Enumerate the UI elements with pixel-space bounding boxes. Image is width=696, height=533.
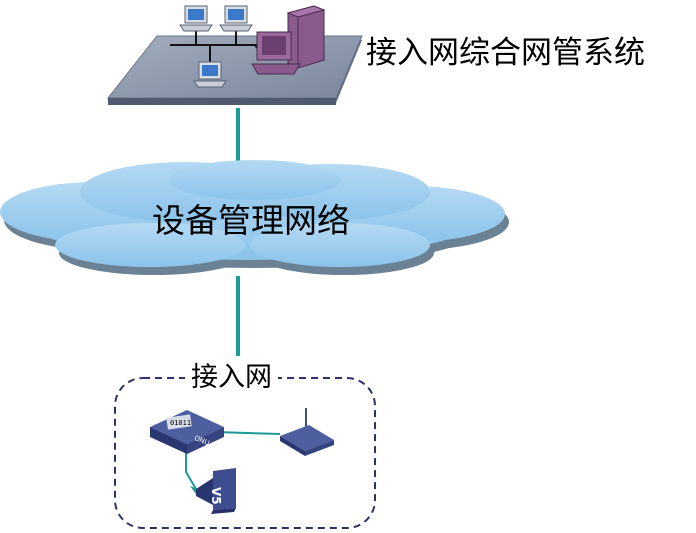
modem-device-icon [280,408,334,456]
link-onu-to-modem [214,431,281,435]
access-network-boundary [114,377,376,529]
link-onu-to-v5 [185,450,197,490]
management-network-cloud [0,160,509,275]
access-network-label: 接入网 [185,364,278,391]
workstation-icon [179,5,213,32]
workstation-icon [193,61,227,88]
cloud-label: 设备管理网络 [152,201,350,240]
nms-title: 接入网综合网管系统 [366,35,645,71]
server-icon [251,5,326,75]
onu-display-text: 01011 [170,419,191,427]
onu-device-icon: 01011 ONU [150,410,224,454]
v5-device-icon: V5 [196,468,236,514]
v5-badge-text: V5 [209,487,223,505]
workstation-icon [219,5,253,32]
